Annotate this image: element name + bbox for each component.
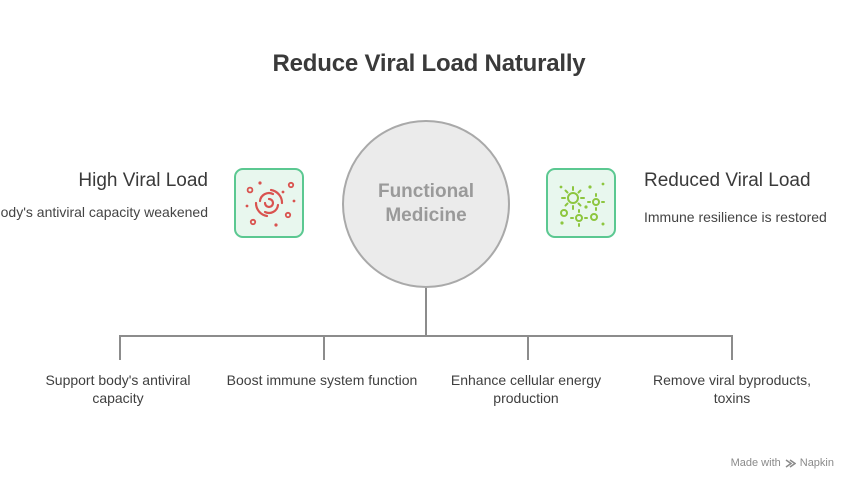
center-label: Functional Medicine bbox=[377, 181, 475, 226]
left-description: Body's antiviral capacity weakened bbox=[0, 204, 208, 220]
right-block: Reduced Viral Load Immune resilience is … bbox=[644, 169, 834, 226]
footer-attribution: Made with Napkin bbox=[731, 457, 834, 469]
brand-text: Napkin bbox=[799, 457, 834, 469]
branch-label-4: Remove viral byproducts, toxins bbox=[653, 372, 811, 406]
made-with-text: Made with bbox=[730, 457, 781, 469]
left-block: High Viral Load Body's antiviral capacit… bbox=[0, 169, 208, 221]
branch-label-2: Boost immune system function bbox=[226, 372, 418, 388]
center-circle: Functional Medicine bbox=[342, 120, 510, 288]
branch-label-3: Enhance cellular energy production bbox=[450, 372, 602, 406]
right-title: Reduced Viral Load bbox=[644, 170, 811, 191]
branch-label-1: Support body's antiviral capacity bbox=[45, 372, 191, 406]
left-title: High Viral Load bbox=[78, 170, 208, 191]
microbes-icon bbox=[546, 168, 616, 238]
diagram-title: Reduce Viral Load Naturally bbox=[272, 50, 586, 77]
napkin-logo-icon bbox=[785, 458, 796, 468]
right-description: Immune resilience is restored bbox=[644, 209, 827, 225]
viral-swirl-icon bbox=[234, 168, 304, 238]
